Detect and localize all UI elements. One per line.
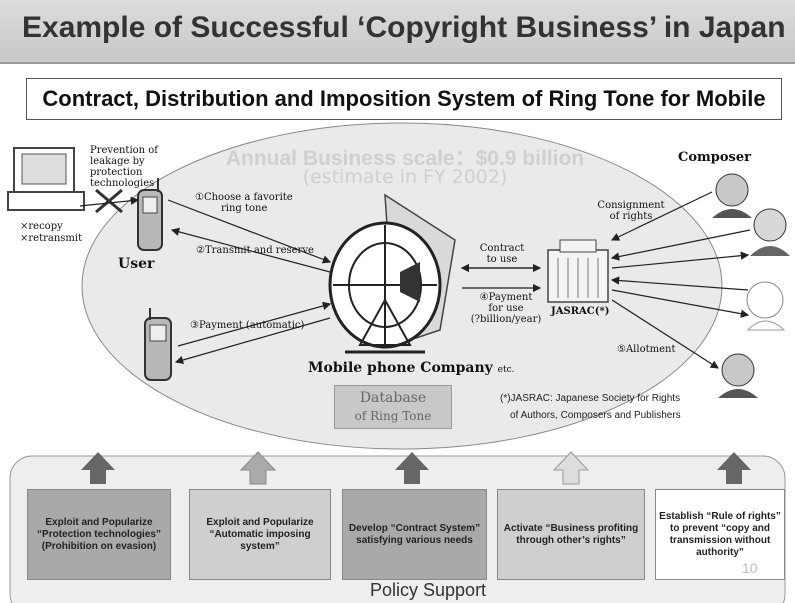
jasrac-note-line: (*)JASRAC: Japanese Society for Rights — [500, 393, 681, 404]
payment-use-line: for use — [488, 303, 524, 314]
database-subtitle: of Ring Tone — [354, 409, 432, 423]
policy-box-rights: Establish “Rule of rights” to prevent “c… — [655, 489, 785, 580]
computer-icon — [7, 147, 85, 211]
title-bar: Example of Successful ‘Copyright Busines… — [0, 0, 795, 64]
policy-arrows — [81, 451, 751, 485]
jasrac-building-icon — [547, 239, 609, 303]
annual-scale-estimate: (estimate in FY 2002) — [302, 166, 508, 188]
payment-use-line: (?billion/year) — [470, 314, 542, 325]
policy-box-contract: Develop “Contract System” satisfying var… — [342, 489, 487, 580]
consignment-line: Consignment — [597, 200, 665, 211]
composer-avatar-1 — [712, 173, 752, 218]
allotment-label: ⑤Allotment — [617, 344, 676, 355]
database-box: Database of Ring Tone — [334, 385, 452, 429]
jasrac-note: (*)JASRAC: Japanese Society for Rights o… — [500, 390, 681, 424]
payment-automatic-label: ③Payment (automatic) — [190, 320, 305, 331]
policy-support-label: Policy Support — [370, 580, 487, 600]
block-x-icon — [95, 188, 123, 214]
choose-label: ①Choose a favorite ring tone — [195, 192, 293, 214]
payment-use-line: ④Payment — [479, 292, 533, 303]
mobile-company-text: Mobile phone Company — [308, 360, 493, 376]
subtitle-box: Contract, Distribution and Imposition Sy… — [26, 78, 782, 120]
composer-avatar-3 — [746, 281, 786, 331]
mobile-phone-icon — [137, 178, 163, 251]
policy-box-imposing: Exploit and Popularize “Automatic imposi… — [189, 489, 331, 580]
database-title: Database — [359, 390, 427, 406]
user-label: User — [118, 256, 155, 272]
contract-label: Contract to use — [472, 243, 532, 265]
page-number: 10 — [742, 560, 758, 576]
recopy-label: ×recopy — [20, 221, 63, 232]
antenna-tower-icon — [328, 193, 456, 354]
annual-scale-label: Annual Business scale：$0.9 billion — [225, 147, 585, 170]
mobile-company-etc: etc. — [497, 365, 515, 375]
jasrac-note-line: of Authors, Composers and Publishers — [510, 410, 681, 421]
contract-line: to use — [486, 254, 518, 265]
prevention-line: Prevention of — [90, 145, 159, 156]
choose-line: ①Choose a favorite — [195, 192, 293, 203]
contract-line: Contract — [479, 243, 525, 254]
mobile-company-label: Mobile phone Company etc. — [308, 360, 515, 376]
composer-avatar-2 — [750, 208, 790, 256]
retransmit-label: ×retransmit — [20, 233, 83, 244]
prevention-line: technologies — [90, 178, 155, 189]
transmit-label: ②Transmit and reserve — [196, 245, 314, 256]
mobile-phone-icon-2 — [144, 308, 172, 381]
flow-arrows — [79, 191, 751, 369]
composer-label: Composer — [678, 150, 751, 165]
choose-line: ring tone — [221, 203, 268, 214]
prevention-line: leakage by — [90, 156, 145, 167]
prevention-line: protection — [90, 167, 143, 178]
prevention-label: Prevention of leakage by protection tech… — [90, 145, 158, 189]
subtitle: Contract, Distribution and Imposition Sy… — [42, 86, 766, 111]
composer-avatar-4 — [718, 353, 758, 398]
payment-use-label: ④Payment for use (?billion/year) — [462, 292, 550, 325]
consignment-line: of rights — [609, 211, 653, 222]
jasrac-label: JASRAC(*) — [551, 306, 610, 317]
policy-box-business: Activate “Business profiting through oth… — [497, 489, 645, 580]
page-title: Example of Successful ‘Copyright Busines… — [22, 11, 786, 44]
consignment-label: Consignment of rights — [596, 200, 666, 222]
policy-box-protection: Exploit and Popularize “Protection techn… — [27, 489, 171, 580]
